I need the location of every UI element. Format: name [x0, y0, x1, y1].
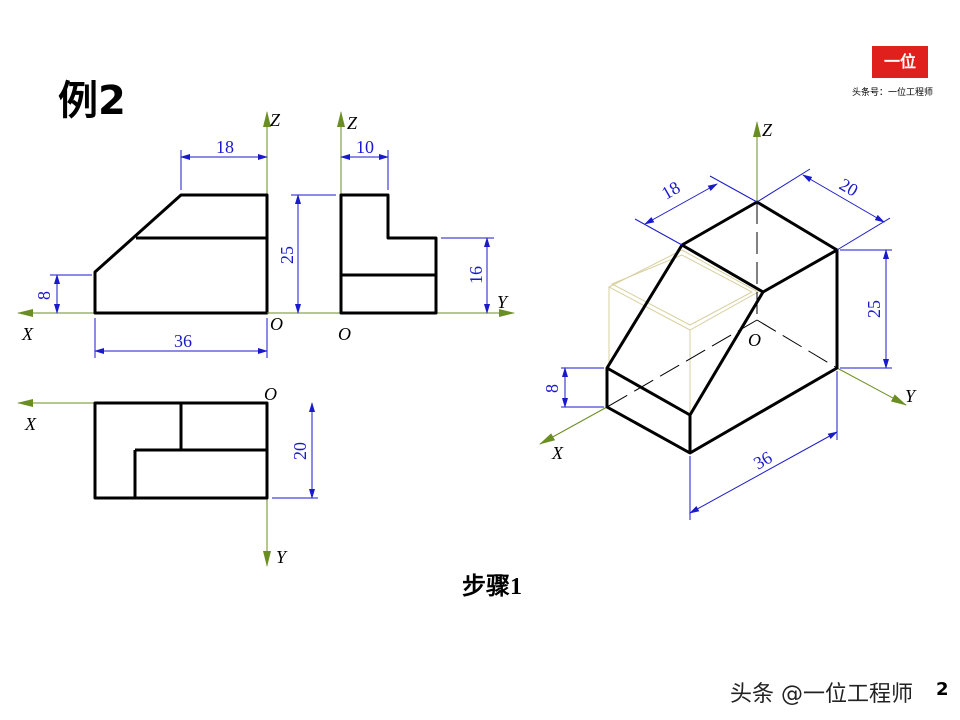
front-outline: [93, 193, 269, 315]
iso-dim-8: 8: [542, 384, 562, 393]
z-axis-label: Z: [762, 120, 773, 140]
iso-dim-25: 25: [864, 300, 884, 318]
dim-18: 18: [216, 137, 234, 157]
z-axis-label: Z: [347, 113, 358, 133]
dim-25: 25: [277, 246, 297, 264]
dim-36: 36: [174, 331, 192, 351]
dim-20: 20: [290, 442, 310, 460]
footer-credit: 头条 @一位工程师: [730, 682, 913, 707]
logo: 一位: [872, 46, 928, 78]
origin-label: O: [270, 314, 283, 334]
side-outline: [339, 193, 438, 315]
isometric-view: Z Y X O 18 20 25 8 36: [539, 120, 917, 520]
y-axis-label: Y: [905, 386, 917, 406]
dim-10: 10: [356, 137, 374, 157]
origin-label: O: [748, 330, 761, 350]
x-axis-label: X: [21, 324, 34, 344]
y-axis-label: Y: [497, 292, 509, 312]
top-view: O X Y 20: [17, 384, 318, 567]
side-view: Z Y O 10 25 16: [267, 111, 515, 344]
step-label: 步骤1: [462, 574, 522, 600]
front-view: Z X O 18 36 8: [17, 110, 283, 358]
dim-16: 16: [466, 266, 486, 284]
dim-8: 8: [34, 291, 54, 300]
y-axis-label: Y: [276, 547, 288, 567]
origin-label: O: [338, 324, 351, 344]
logo-subtitle: 头条号：一位工程师: [852, 88, 934, 98]
page-number: 2: [936, 679, 949, 700]
x-axis-label: X: [24, 414, 37, 434]
x-axis-label: X: [551, 443, 564, 463]
page-title: 例2: [58, 78, 126, 124]
iso-outline: [605, 200, 839, 455]
iso-dim-18: 18: [658, 177, 684, 203]
iso-dim-36: 36: [750, 447, 776, 473]
origin-label: O: [264, 384, 277, 404]
z-axis-label: Z: [270, 110, 281, 130]
